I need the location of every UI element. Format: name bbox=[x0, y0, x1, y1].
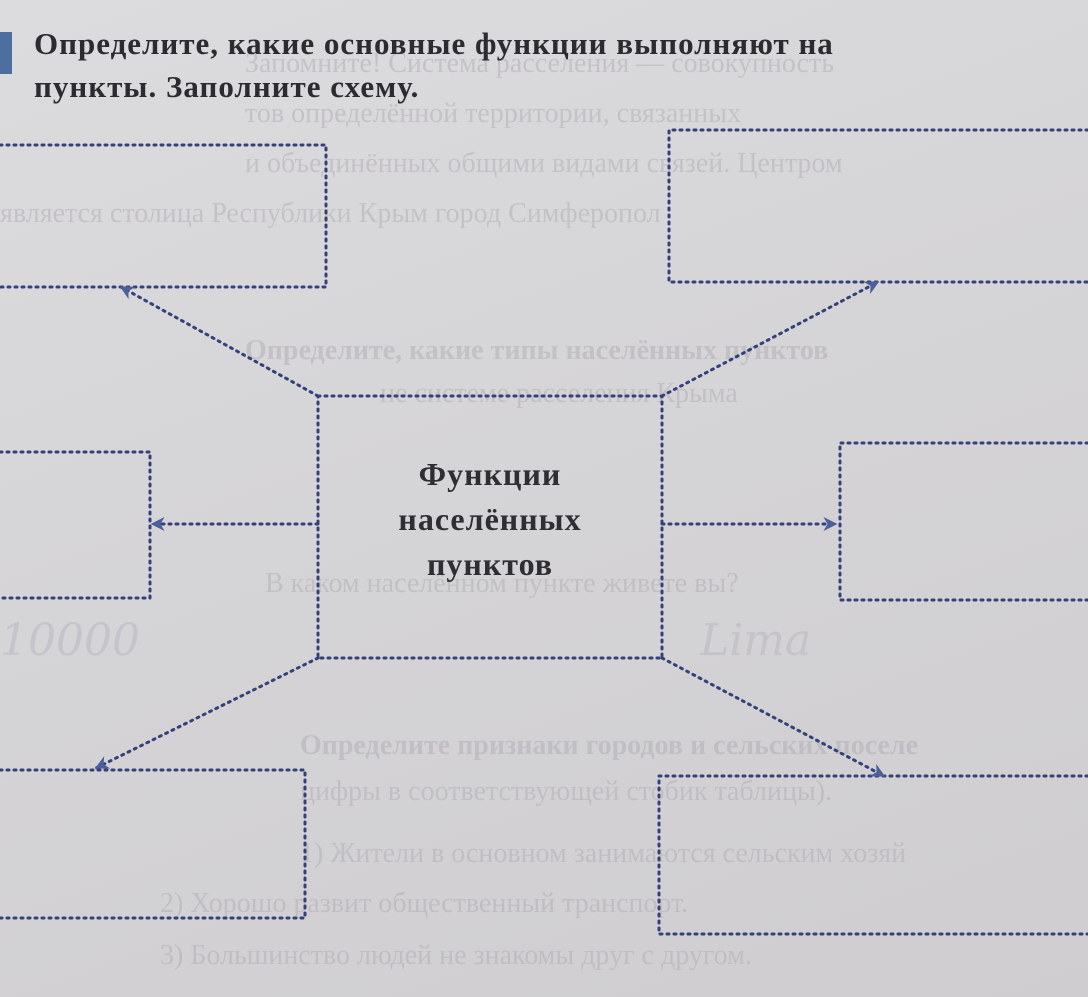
task-line-1: Определите, какие основные функции выпол… bbox=[34, 26, 834, 61]
answer-box-middle-left[interactable] bbox=[0, 450, 152, 600]
arrow-top-left bbox=[119, 285, 320, 398]
arrow-bottom-right bbox=[660, 656, 886, 778]
ghost-text-11: 2) Хорошо развит общественный транспорт. bbox=[160, 888, 689, 919]
ghost-text-12: 3) Большинство людей не знакомы друг с д… bbox=[160, 940, 752, 971]
ghost-text-4: является столица Республики Крым город С… bbox=[0, 198, 661, 229]
ghost-text-3: и объединённых общими видами связей. Цен… bbox=[245, 148, 843, 179]
answer-box-top-left[interactable] bbox=[0, 143, 328, 289]
ghost-text-7: В каком населённом пункте живете вы? bbox=[265, 568, 739, 599]
task-marker bbox=[0, 32, 12, 74]
center-box bbox=[316, 394, 664, 660]
answer-box-bottom-right[interactable] bbox=[657, 774, 1088, 936]
ghost-text-8: Определите признаки городов и сельских п… bbox=[300, 730, 919, 761]
arrow-bottom-left bbox=[94, 656, 320, 770]
task-line-2: пункты. Заполните схему. bbox=[34, 69, 420, 104]
handwritten-word: Lima bbox=[700, 615, 812, 666]
arrow-top-right bbox=[660, 280, 880, 398]
center-label-line-3: пунктов bbox=[426, 546, 554, 582]
ghost-text-2: тов определённой территории, связанных bbox=[245, 98, 742, 129]
center-label-line-1: Функции bbox=[418, 456, 562, 492]
answer-box-bottom-left[interactable] bbox=[0, 768, 307, 920]
ghost-text-9: цифры в соответствующей стобик таблицы). bbox=[300, 776, 833, 807]
ghost-text-10: 1) Жители в основном занимаются сельским… bbox=[300, 838, 907, 869]
ghost-text-6: не системе расселения Крыма bbox=[380, 378, 738, 409]
answer-box-middle-right[interactable] bbox=[838, 441, 1088, 602]
center-label-line-2: населённых bbox=[398, 501, 582, 537]
handwritten-number: 10000 bbox=[0, 615, 140, 666]
center-label: Функции населённых пунктов bbox=[318, 452, 662, 587]
ghost-text-1: Запомните! Система расселения — совокупн… bbox=[245, 48, 834, 79]
task-heading: Определите, какие основные функции выпол… bbox=[34, 22, 1088, 108]
answer-box-top-right[interactable] bbox=[667, 128, 1088, 284]
